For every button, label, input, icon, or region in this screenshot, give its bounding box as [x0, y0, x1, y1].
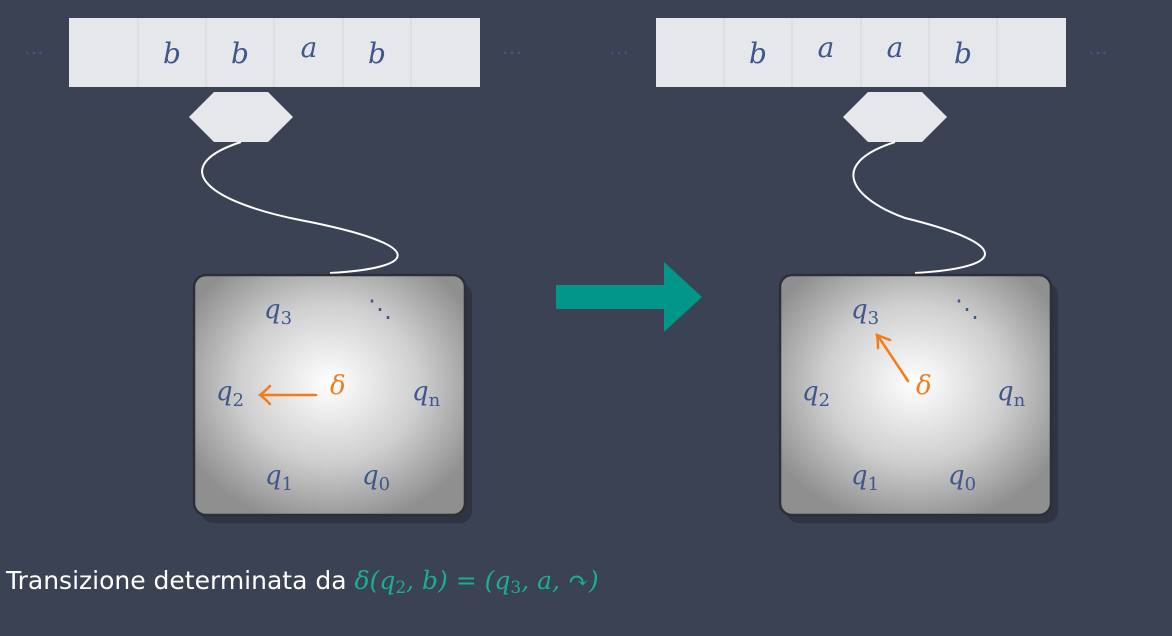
head-left-arrow — [189, 92, 214, 142]
tape-cell-2: b — [231, 37, 249, 70]
caption-text: Transizione determinata da — [6, 566, 355, 595]
states-dots: ⋱ — [955, 295, 979, 323]
head-cable — [201, 141, 399, 274]
state-q1: q1 — [851, 461, 879, 495]
state-q0: q0 — [362, 461, 390, 495]
head-right-arrow — [268, 92, 293, 142]
tape-cell-1: b — [163, 37, 181, 70]
tape-cell-2: a — [818, 31, 835, 64]
tape-ellipsis-right: … — [1088, 35, 1108, 59]
delta-symbol: δ — [916, 371, 932, 401]
head-right-arrow — [922, 92, 947, 142]
state-q3: q3 — [851, 295, 879, 329]
tape-ellipsis-left: … — [24, 35, 44, 59]
head-body — [214, 92, 268, 142]
state-q0: q0 — [948, 461, 976, 495]
right-head — [843, 92, 986, 274]
state-q2: q2 — [216, 377, 244, 411]
states-dots: ⋱ — [368, 295, 392, 323]
head-body — [868, 92, 922, 142]
tape-cell-3: a — [301, 31, 318, 64]
delta-symbol: δ — [330, 371, 346, 401]
control-box — [192, 273, 467, 517]
left-tape: … b b a b … — [24, 18, 522, 87]
right-tape: … b a a b … — [609, 18, 1108, 87]
left-control-unit: q3 ⋱ q2 qn q1 q0 δ — [192, 273, 472, 523]
tape-cell-3: a — [887, 31, 904, 64]
state-q1: q1 — [265, 461, 293, 495]
left-machine: … b b a b … q3 ⋱ q2 — [24, 18, 522, 523]
delta-arrow — [875, 332, 910, 383]
left-head — [189, 92, 399, 274]
tape-cell-4: b — [954, 37, 972, 70]
state-q3: q3 — [264, 295, 292, 329]
tape-ellipsis-left: … — [609, 35, 629, 59]
transition-formula: δ(q2, b) = (q3, a, ↷) — [354, 566, 599, 598]
head-cable — [852, 141, 986, 274]
right-control-unit: q3 ⋱ q2 qn q1 q0 δ — [778, 273, 1058, 523]
state-qn: qn — [412, 377, 441, 411]
control-box — [778, 273, 1053, 517]
transition-arrow — [556, 262, 702, 332]
delta-arrow — [257, 384, 318, 406]
head-left-arrow — [843, 92, 868, 142]
tape-cell-1: b — [749, 37, 767, 70]
caption: Transizione determinata da δ(q2, b) = (q… — [6, 566, 599, 598]
tape-cell-4: b — [368, 37, 386, 70]
state-q2: q2 — [802, 377, 830, 411]
tape-ellipsis-right: … — [502, 35, 522, 59]
right-machine: … b a a b … q3 ⋱ q2 — [609, 18, 1108, 523]
state-qn: qn — [997, 377, 1026, 411]
